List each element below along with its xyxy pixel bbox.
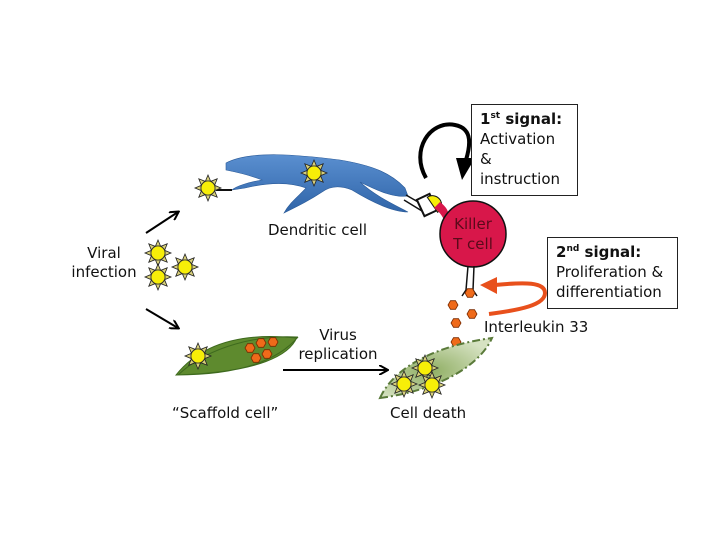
viral-infection-line1: Viral — [87, 244, 121, 262]
dendritic-cell — [216, 154, 409, 214]
virus-icon — [390, 370, 418, 398]
virus-replication-line2: replication — [298, 345, 378, 363]
signal2-heading: 2nd signal: — [556, 243, 642, 261]
interleukin-icon — [447, 300, 459, 310]
killer-t-cell — [439, 200, 507, 268]
interleukin-icon — [466, 309, 478, 319]
arrow-to-dendritic — [145, 212, 178, 234]
signal1-line2: instruction — [480, 170, 561, 188]
virus-icon — [171, 253, 199, 281]
signal1-arrowhead — [456, 158, 475, 180]
interleukin-icon — [255, 338, 267, 348]
virus-replication-label: Virus replication — [298, 326, 378, 364]
signal1-heading: 1st signal: — [480, 110, 563, 128]
virus-icon — [418, 371, 446, 399]
killer-t-cell-line2: T cell — [453, 235, 493, 253]
signal2-line2: differentiation — [556, 283, 662, 301]
virus-icon — [144, 263, 172, 291]
interleukin-label: Interleukin 33 — [484, 318, 589, 336]
virus-icon — [184, 342, 212, 370]
interleukin-icon — [450, 318, 462, 328]
killer-t-cell-label: Killer T cell — [443, 214, 503, 254]
virus-replication-line1: Virus — [319, 326, 357, 344]
cell-death-label: Cell death — [390, 404, 467, 422]
interleukin-icon — [464, 288, 476, 298]
signal1-arrow — [418, 122, 472, 179]
signal2-arrow — [488, 281, 548, 316]
signal1-box: 1st signal: Activation & instruction — [471, 104, 578, 196]
scaffold-cell-label: “Scaffold cell” — [172, 404, 279, 422]
interleukin-icon — [250, 353, 262, 363]
killer-t-cell-line1: Killer — [454, 215, 492, 233]
arrow-to-scaffold — [145, 308, 178, 328]
signal2-arrowhead — [480, 277, 497, 294]
interleukin-icon — [267, 337, 279, 347]
signal1-line1: Activation & — [480, 130, 556, 168]
signal2-box: 2nd signal: Proliferation & differentiat… — [547, 237, 678, 309]
virus-icon — [144, 239, 172, 267]
viral-infection-line2: infection — [71, 263, 137, 281]
virus-icon — [300, 159, 328, 187]
virus-icon — [194, 174, 222, 202]
signal2-line1: Proliferation & — [556, 263, 664, 281]
dendritic-cell-label: Dendritic cell — [268, 221, 368, 239]
viral-infection-label: Viral infection — [68, 244, 140, 282]
interleukin-icon — [261, 349, 273, 359]
interleukin-icon — [244, 343, 256, 353]
